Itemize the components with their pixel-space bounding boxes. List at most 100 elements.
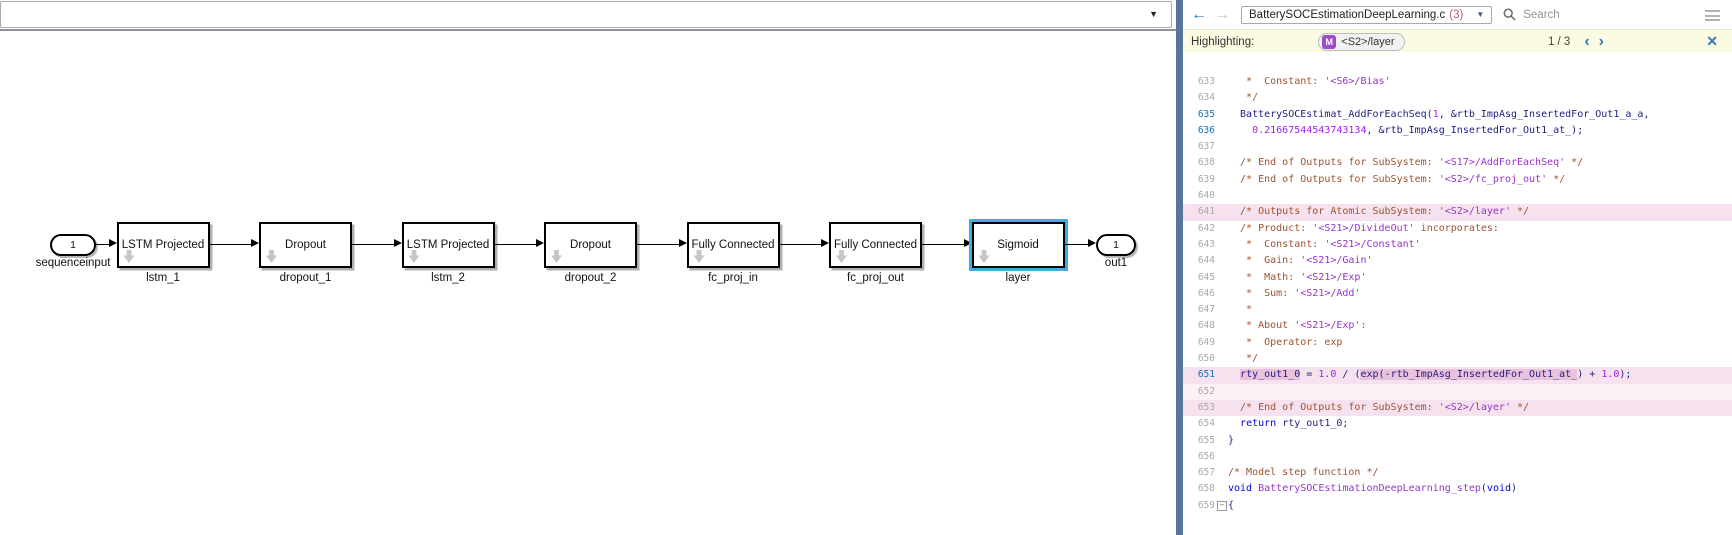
signal-wire[interactable] bbox=[96, 243, 110, 246]
code-text: rty_out1_0 = 1.0 / (exp(-rtb_ImpAsg_Inse… bbox=[1228, 367, 1732, 383]
open-subsystem-arrow-icon[interactable] bbox=[693, 250, 705, 263]
code-token: * Gain: bbox=[1228, 255, 1301, 267]
code-text: /* End of Outputs for SubSystem: '<S2>/l… bbox=[1228, 400, 1732, 416]
file-dropdown[interactable]: BatterySOCEstimationDeepLearning.c (3) ▼ bbox=[1241, 5, 1493, 24]
block-hyperlink[interactable]: '<S21>/DivideOut' bbox=[1312, 222, 1415, 234]
line-number: 636 bbox=[1197, 124, 1215, 136]
traced-block-chip[interactable]: M <S2>/layer bbox=[1318, 32, 1405, 51]
block-title: Sigmoid bbox=[997, 239, 1039, 251]
block-hyperlink[interactable]: '<S21>/Exp' bbox=[1294, 320, 1361, 332]
output-port-out1[interactable]: 1 bbox=[1096, 233, 1136, 256]
collapse-icon[interactable]: − bbox=[1217, 501, 1227, 512]
block-hyperlink[interactable]: '<S21>/Exp' bbox=[1300, 271, 1367, 283]
block-title: LSTM Projected bbox=[121, 239, 205, 251]
code-view-panel: ← → BatterySOCEstimationDeepLearning.c (… bbox=[1183, 0, 1732, 535]
block-dropout_2[interactable]: Dropout bbox=[544, 222, 637, 268]
open-subsystem-arrow-icon[interactable] bbox=[836, 250, 847, 263]
block-lstm_2[interactable]: LSTM Projected bbox=[401, 222, 495, 268]
model-address-dropdown[interactable]: ▼ bbox=[0, 1, 1172, 28]
signal-wire[interactable] bbox=[209, 243, 252, 246]
open-subsystem-arrow-icon[interactable] bbox=[978, 250, 990, 263]
code-token: ) bbox=[1511, 483, 1518, 495]
close-icon[interactable]: ✕ bbox=[1706, 33, 1718, 49]
block-hyperlink[interactable]: '<S2>/fc_proj_out' bbox=[1438, 173, 1548, 185]
code-text: /* Outputs for Atomic SubSystem: '<S2>/l… bbox=[1228, 204, 1732, 220]
code-text: /* End of Outputs for SubSystem: '<S17>/… bbox=[1228, 155, 1732, 171]
chevron-down-icon[interactable]: ▼ bbox=[1149, 9, 1158, 19]
code-token: * Math: bbox=[1228, 271, 1301, 283]
model-badge-icon: M bbox=[1322, 34, 1337, 49]
code-token: , &rtb_ImpAsg_InsertedFor_Out1_at_); bbox=[1366, 124, 1584, 136]
block-title: Fully Connected bbox=[691, 239, 775, 251]
code-token: return bbox=[1240, 418, 1277, 430]
signal-wire[interactable] bbox=[779, 243, 822, 246]
signal-wire[interactable] bbox=[1064, 243, 1089, 246]
chevron-down-icon[interactable]: ▼ bbox=[1476, 10, 1485, 19]
input-port-sequenceinput[interactable]: 1 bbox=[50, 233, 96, 256]
menu-icon[interactable] bbox=[1705, 10, 1720, 24]
code-token: , &rtb_ImpAsg_InsertedFor_Out1_a_a, bbox=[1438, 108, 1650, 120]
fold-column bbox=[1215, 400, 1228, 416]
code-token: 1 bbox=[1432, 108, 1439, 120]
block-hyperlink[interactable]: '<S6>/Bias' bbox=[1324, 76, 1391, 87]
block-name-label: dropout_1 bbox=[279, 272, 332, 284]
code-editor[interactable]: 633 * Constant: '<S6>/Bias'634 */635 Bat… bbox=[1183, 52, 1732, 535]
open-subsystem-arrow-icon[interactable] bbox=[408, 250, 420, 263]
code-token: } bbox=[1228, 434, 1235, 446]
code-text: */ bbox=[1228, 90, 1732, 106]
block-hyperlink[interactable]: '<S21>/Add' bbox=[1294, 287, 1361, 299]
forward-arrow-icon[interactable]: → bbox=[1214, 5, 1230, 23]
block-name-label: fc_proj_out bbox=[847, 272, 904, 284]
fold-column bbox=[1215, 481, 1228, 497]
block-hyperlink[interactable]: '<S2>/layer' bbox=[1438, 401, 1511, 413]
line-number: 642 bbox=[1197, 222, 1215, 234]
next-match-icon[interactable]: › bbox=[1598, 32, 1604, 50]
code-text: * bbox=[1228, 302, 1732, 318]
open-subsystem-arrow-icon[interactable] bbox=[551, 250, 562, 263]
signal-wire[interactable] bbox=[352, 243, 395, 246]
line-number: 648 bbox=[1197, 320, 1215, 332]
search-field[interactable] bbox=[1503, 7, 1634, 22]
code-toolbar: ← → BatterySOCEstimationDeepLearning.c (… bbox=[1183, 0, 1732, 29]
block-hyperlink[interactable]: '<S21>/Gain' bbox=[1300, 255, 1373, 267]
block-lstm_1[interactable]: LSTM Projected bbox=[116, 222, 210, 268]
block-hyperlink[interactable]: '<S17>/AddForEachSeq' bbox=[1438, 157, 1566, 169]
fold-column bbox=[1215, 351, 1228, 367]
fold-column bbox=[1215, 302, 1228, 318]
block-layer[interactable]: Sigmoid bbox=[968, 219, 1068, 271]
signal-wire[interactable] bbox=[922, 243, 965, 246]
code-token: void bbox=[1486, 483, 1512, 495]
previous-match-icon[interactable]: ‹ bbox=[1584, 32, 1590, 50]
block-fc_proj_out[interactable]: Fully Connected bbox=[829, 222, 922, 268]
line-number: 644 bbox=[1197, 255, 1215, 267]
code-token: 1.0 bbox=[1601, 369, 1620, 381]
code-text bbox=[1228, 384, 1732, 400]
signal-wire[interactable] bbox=[637, 243, 680, 246]
code-token bbox=[1228, 369, 1240, 380]
line-number: 635 bbox=[1197, 108, 1215, 120]
block-hyperlink[interactable]: '<S21>/Constant' bbox=[1324, 238, 1421, 250]
line-number: 659 bbox=[1197, 499, 1215, 511]
code-token: */ bbox=[1547, 173, 1566, 185]
block-fc_proj_in[interactable]: Fully Connected bbox=[686, 222, 780, 268]
search-input[interactable] bbox=[1521, 7, 1634, 22]
open-subsystem-arrow-icon[interactable] bbox=[123, 250, 135, 263]
block-dropout_1[interactable]: Dropout bbox=[259, 222, 352, 268]
open-subsystem-arrow-icon[interactable] bbox=[266, 250, 277, 263]
signal-wire-arrowhead bbox=[1088, 239, 1096, 248]
panel-divider[interactable] bbox=[1176, 0, 1183, 535]
signal-wire[interactable] bbox=[494, 243, 537, 246]
block-title: Dropout bbox=[570, 239, 611, 251]
block-hyperlink[interactable]: '<S2>/layer' bbox=[1438, 206, 1511, 218]
code-token: /* End of Outputs for SubSystem: bbox=[1228, 157, 1439, 169]
code-token: BatterySOCEstimationDeepLearning_step bbox=[1258, 483, 1481, 495]
code-token: 1.0 bbox=[1318, 369, 1337, 381]
code-text: return rty_out1_0; bbox=[1228, 416, 1732, 432]
code-token: * Sum: bbox=[1228, 287, 1295, 299]
highlighting-bar: Highlighting: M <S2>/layer 1 / 3 ‹ › ✕ bbox=[1183, 29, 1732, 54]
back-arrow-icon[interactable]: ← bbox=[1191, 5, 1207, 23]
